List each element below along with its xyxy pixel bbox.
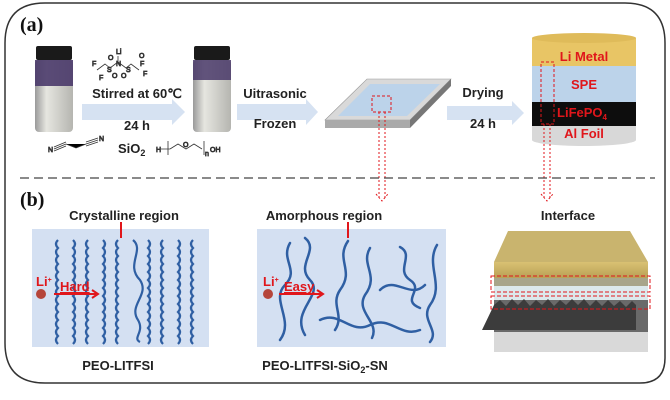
hard-label: Hard [60, 279, 90, 294]
step1-additive: SiO2 [118, 141, 145, 158]
step3-time: 24 h [470, 116, 496, 131]
svg-text:H: H [156, 147, 161, 154]
layer-spe: SPE [571, 77, 597, 92]
polymer-chain [71, 239, 77, 345]
amorphous-polymer-chains [278, 236, 439, 344]
step1-time: 24 h [124, 118, 150, 133]
tangled-chain [132, 239, 144, 343]
crystalline-caption: PEO-LITFSI [82, 358, 154, 373]
vial-1 [35, 46, 73, 132]
polymer-chain [84, 239, 90, 345]
process-arrow-2 [237, 99, 318, 125]
polymer-chain [189, 239, 195, 345]
svg-text:N: N [48, 147, 53, 154]
svg-text:O: O [139, 53, 145, 60]
step1-condition: Stirred at 60℃ [92, 86, 182, 101]
svg-text:OH: OH [210, 147, 221, 154]
sn-structure: N N [48, 136, 105, 155]
peo-structure: H O n OH [156, 141, 221, 158]
svg-text:F: F [140, 61, 144, 68]
interface-illustration [482, 231, 651, 352]
easy-arrow [279, 289, 325, 299]
step2-process: Frozen [254, 116, 297, 131]
polymer-chain [54, 239, 60, 345]
svg-text:n: n [205, 151, 209, 158]
svg-text:F: F [99, 75, 103, 82]
li-ion-ball-1 [36, 289, 46, 299]
svg-text:Li: Li [116, 49, 122, 56]
li-ion-label-1: Li+ [36, 274, 52, 289]
polymer-chain [146, 239, 152, 345]
svg-text:O: O [121, 73, 127, 80]
frame-border [4, 2, 666, 384]
interface-title: Interface [541, 208, 595, 223]
crystalline-polymer-chains [54, 239, 195, 345]
crystalline-title: Crystalline region [69, 208, 179, 223]
li-ion-ball-2 [263, 289, 273, 299]
easy-label: Easy [284, 279, 315, 294]
svg-text:N: N [116, 61, 121, 68]
step2-method: Uitrasonic [243, 86, 307, 101]
layer-lifepo4: LiFePO4 [557, 105, 608, 122]
polymer-chain [176, 239, 182, 345]
layer-al-foil: Al Foil [564, 126, 604, 141]
svg-text:O: O [112, 73, 118, 80]
hard-arrow [54, 289, 100, 299]
svg-text:S: S [107, 67, 112, 74]
zoom-connectors [375, 112, 554, 202]
process-arrow-3 [447, 101, 524, 125]
svg-text:F: F [143, 71, 147, 78]
panel-a-label: (a) [20, 14, 43, 36]
svg-text:O: O [108, 55, 114, 62]
svg-text:F: F [92, 61, 96, 68]
polymer-chain [159, 239, 165, 345]
amorphous-caption: PEO-LITFSI-SiO2-SN [262, 358, 388, 375]
casting-mold [324, 78, 452, 128]
svg-text:O: O [183, 142, 189, 149]
svg-text:S: S [126, 67, 131, 74]
svg-text:N: N [99, 136, 104, 143]
polymer-chain [114, 239, 120, 345]
step3-method: Drying [462, 85, 503, 100]
battery-cell-stack: Li Metal SPE LiFePO4 Al Foil [532, 33, 636, 146]
vial-2 [193, 46, 231, 132]
li-ion-label-2: Li+ [263, 274, 279, 289]
panel-b-label: (b) [20, 189, 44, 211]
layer-li-metal: Li Metal [560, 49, 608, 64]
process-arrow-1 [82, 99, 185, 125]
polymer-chain [101, 239, 107, 345]
amorphous-title: Amorphous region [266, 208, 382, 223]
litfsi-structure: Li N S S F F F F O O O O [92, 49, 148, 83]
